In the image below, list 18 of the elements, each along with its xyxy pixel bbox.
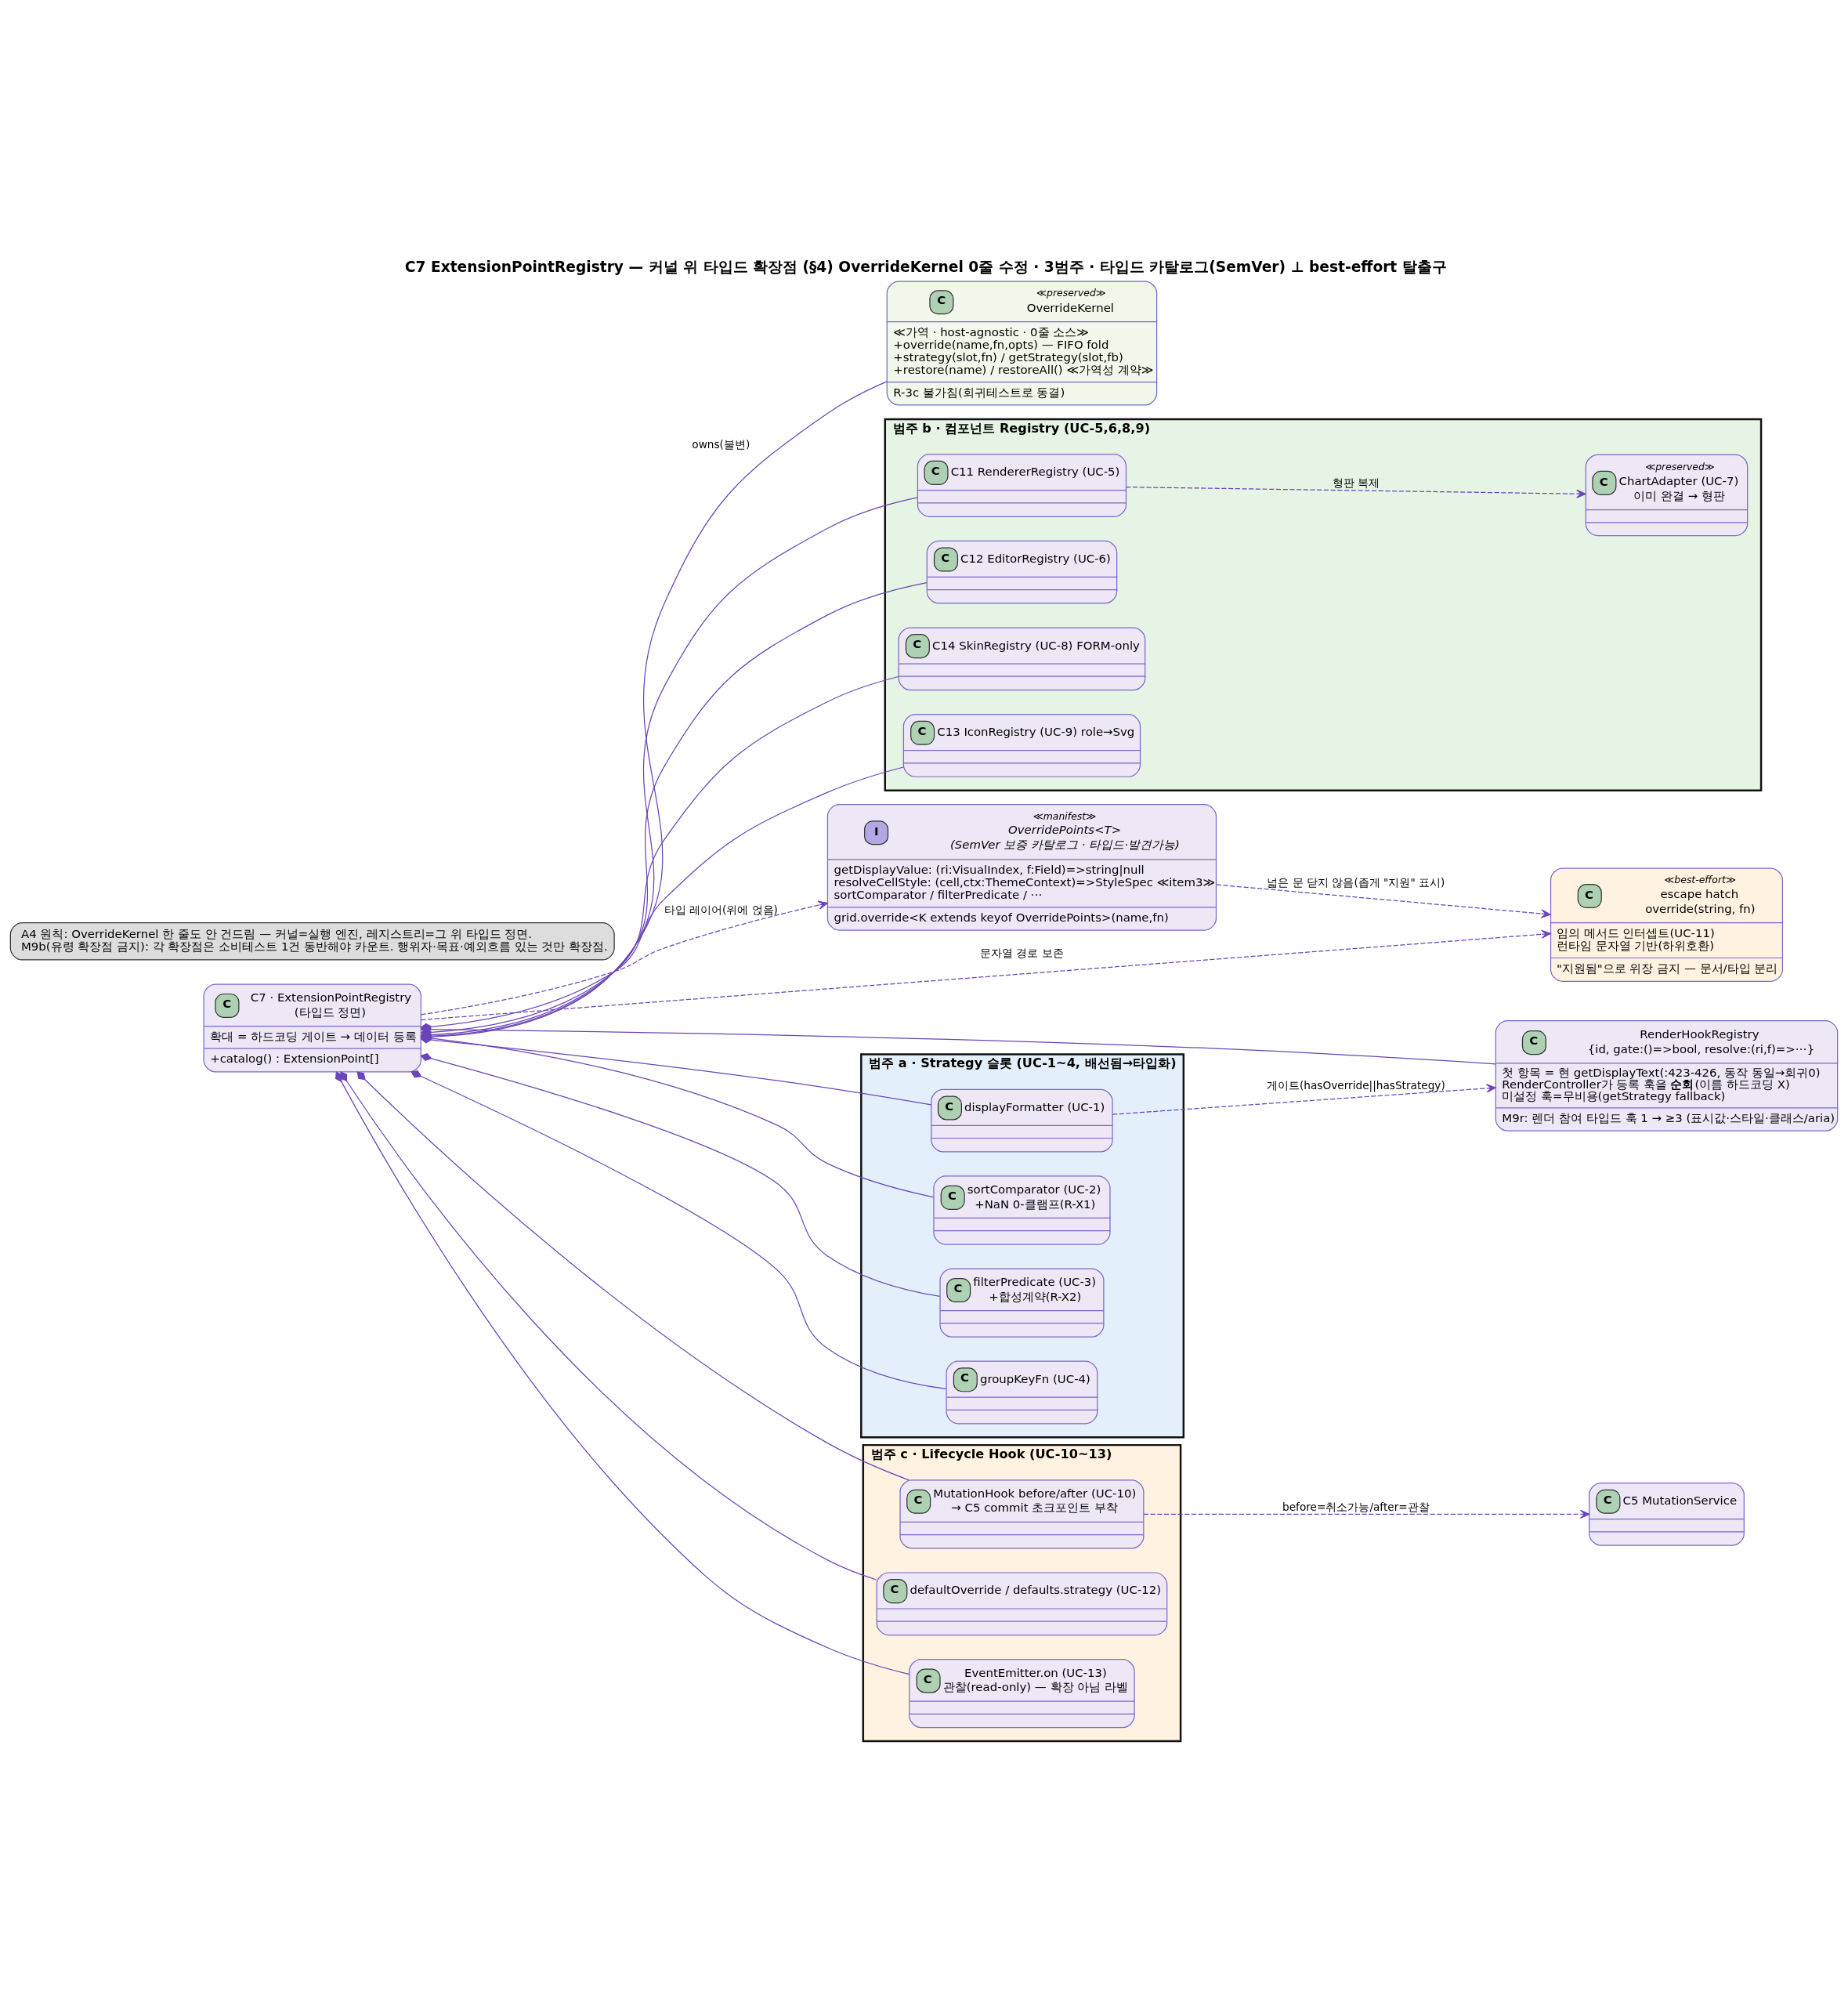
arrow	[1112, 1084, 1496, 1115]
node-box: A4 원칙: OverrideKernel 한 줄도 안 건드림 — 커널=실행 엔진, 레지스트리=그 위 타입드 정면. M9b(유령 확장점 금지): 각 확장점은 소비테스트 1건 동반해야 카운트. 행위자·목표·예외흐름 있는 것만 확장점.	[9, 922, 615, 961]
arrow	[1143, 1509, 1590, 1519]
edge-label: before=취소가능/after=관찰	[1282, 1501, 1430, 1514]
edge-label: owns(불변)	[692, 438, 750, 451]
arrow	[1216, 884, 1551, 918]
edge-label: 문자열 경로 보존	[980, 947, 1064, 960]
connector	[420, 1053, 941, 1298]
edge-label: 타입 레이어(위에 얹음)	[664, 903, 778, 917]
edge-label: 넓은 문 닫지 않음(좁게 "지원" 표시)	[1267, 876, 1445, 889]
connector	[356, 1071, 910, 1481]
edge-label: 형판 복제	[1332, 476, 1380, 489]
edge-label: 게이트(hasOverride||hasStrategy)	[1267, 1079, 1445, 1092]
arrow	[421, 900, 828, 1016]
connector	[410, 1070, 947, 1390]
arrow	[421, 929, 1551, 1021]
diagram-title: C7 ExtensionPointRegistry — 커널 위 타입드 확장점 (§4) OverrideKernel 0줄 수정 · 3범주 · 타입드 카탈로그(SemVer) ⊥ best-effort 탈출구	[404, 258, 1447, 275]
arrow	[1125, 486, 1586, 498]
